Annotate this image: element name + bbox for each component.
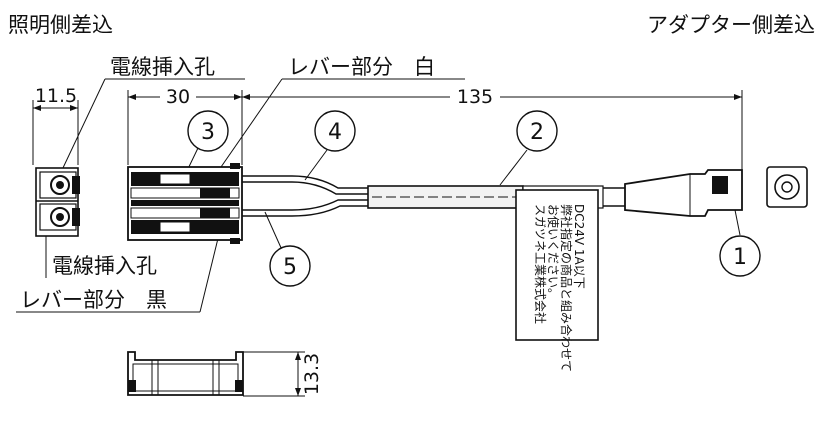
leader-line [734, 209, 741, 236]
callout-4: 4 [314, 110, 356, 152]
dim-width-small: 11.5 [35, 85, 77, 107]
leader-line [61, 78, 106, 171]
warning-line-1: DC24V 1A以下 [572, 204, 586, 289]
warning-line-3: お使いください。 [546, 204, 561, 300]
main-connector [127, 163, 243, 244]
dim-arrow [234, 94, 242, 100]
dim-height: 13.3 [301, 353, 323, 395]
dim-text-bg [450, 88, 500, 106]
dim-arrow [33, 105, 41, 111]
adapter-end-view [766, 166, 808, 208]
svg-text:5: 5 [283, 255, 297, 280]
wire-black [242, 199, 368, 211]
leader-line [211, 78, 283, 181]
dim-arrow [70, 105, 78, 111]
svg-text:4: 4 [328, 120, 342, 145]
dim-arrow [734, 94, 742, 100]
leader-line [264, 211, 283, 251]
dim-arrow [128, 94, 136, 100]
leader-line [304, 149, 328, 181]
dim-arrow [295, 352, 301, 360]
heading-light-side: 照明側差込 [8, 13, 113, 37]
dim-cable-length: 135 [457, 86, 493, 108]
insertion-hole-label-bottom: 電線挿入孔 [52, 254, 157, 278]
dim-arrow [295, 388, 301, 396]
warning-tag: DC24V 1A以下 弊社指定の商品と組み合わせて お使いください。 スガツネ工… [515, 189, 599, 372]
wire-white-inner [242, 181, 368, 195]
warning-line-2: 弊社指定の商品と組み合わせて [559, 204, 574, 372]
svg-text:1: 1 [733, 245, 747, 270]
insertion-hole-label-top: 電線挿入孔 [110, 55, 215, 79]
callout-1: 1 [719, 235, 761, 277]
svg-text:3: 3 [201, 120, 215, 145]
wire-black-inner [242, 205, 368, 217]
wire-white [242, 175, 368, 189]
dim-arrow [242, 94, 250, 100]
lever-black-label: レバー部分 黒 [20, 288, 167, 312]
leader-line [499, 149, 528, 186]
heading-adapter-side: アダプター側差込 [647, 13, 815, 37]
lever-white-label: レバー部分 白 [288, 55, 435, 79]
connector-side-view [35, 167, 80, 237]
svg-text:2: 2 [530, 120, 544, 145]
dim-width-connector: 30 [166, 86, 190, 108]
callout-2: 2 [516, 110, 558, 152]
connector-bottom-view [127, 351, 244, 396]
adapter-plug [624, 169, 743, 217]
callout-3: 3 [187, 110, 229, 152]
dim-text-bg [160, 88, 196, 106]
callout-5: 5 [269, 245, 311, 287]
warning-line-4: スガツネ工業株式会社 [533, 204, 548, 324]
